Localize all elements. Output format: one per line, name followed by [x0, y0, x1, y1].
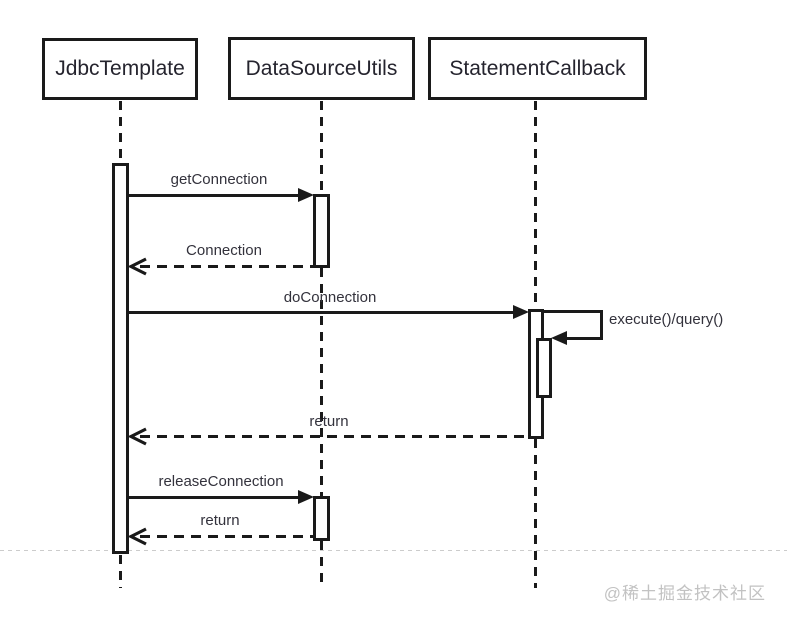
activation-datasourceutils-2	[313, 496, 330, 541]
lifeline-datasourceutils	[320, 541, 323, 588]
participant-statementcallback: StatementCallback	[428, 37, 647, 100]
participant-jdbctemplate: JdbcTemplate	[42, 38, 198, 100]
arrow-return-1	[140, 435, 528, 438]
lifeline-statementcallback	[534, 101, 537, 309]
lifeline-datasourceutils	[320, 101, 323, 195]
lifeline-datasourceutils	[320, 268, 323, 496]
participant-label: JdbcTemplate	[55, 57, 185, 80]
arrowhead-selfloop	[551, 331, 567, 345]
message-label-return-1: return	[309, 413, 349, 430]
watermark: @稀土掘金技术社区	[603, 584, 766, 603]
selfloop-bottom	[566, 337, 603, 340]
selfloop-top	[544, 310, 603, 313]
activation-statementcallback-inner	[536, 338, 552, 398]
arrow-getconnection	[129, 194, 299, 197]
message-label-doconnection: doConnection	[283, 289, 377, 306]
arrow-doconnection	[129, 311, 514, 314]
arrowhead-connection-return	[128, 257, 147, 276]
separator-line	[0, 550, 787, 551]
arrowhead-return-1	[128, 427, 147, 446]
lifeline-statementcallback	[534, 439, 537, 588]
arrowhead-getconnection	[298, 188, 314, 202]
message-label-return-2: return	[200, 512, 240, 529]
participant-datasourceutils: DataSourceUtils	[228, 37, 415, 100]
participant-label: StatementCallback	[449, 56, 626, 80]
message-label-connection: Connection	[186, 242, 262, 259]
message-label-getconnection: getConnection	[170, 171, 268, 188]
participant-label: DataSourceUtils	[245, 56, 398, 80]
arrow-releaseconnection	[129, 496, 299, 499]
message-label-releaseconnection: releaseConnection	[158, 473, 284, 490]
arrow-connection-return	[140, 265, 313, 268]
arrowhead-return-2	[128, 527, 147, 546]
arrow-return-2	[140, 535, 313, 538]
arrowhead-releaseconnection	[298, 490, 314, 504]
message-label-execute-query: execute()/query()	[609, 311, 724, 328]
selfloop-side	[600, 310, 603, 340]
arrowhead-doconnection	[513, 305, 529, 319]
activation-jdbctemplate	[112, 163, 129, 554]
lifeline-jdbctemplate	[119, 101, 122, 163]
activation-datasourceutils-1	[313, 194, 330, 268]
lifeline-jdbctemplate	[119, 555, 122, 588]
